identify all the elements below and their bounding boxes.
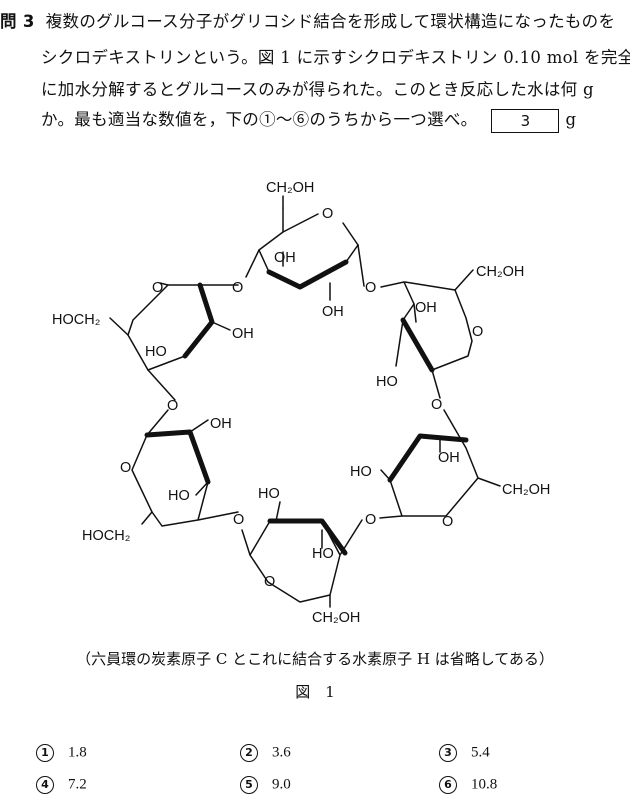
- ring-oxygen-top: O: [322, 206, 333, 222]
- ring-oxygen-right-upper: O: [472, 324, 483, 340]
- figure-caption: 図 1: [295, 683, 335, 701]
- answer-unit: g: [565, 110, 577, 129]
- ho-left-upper-ring: HO: [145, 344, 167, 360]
- ring-bonds: [109, 195, 501, 608]
- ho-bottom-ring-1: HO: [258, 486, 280, 502]
- question-text-1: 複数のグルコース分子がグリコシド結合を形成して環状構造になったものを: [45, 12, 616, 31]
- choice-number-6: 6: [439, 776, 457, 794]
- ring-oxygen-right-lower: O: [442, 514, 453, 530]
- oh-right-lower-ring: OH: [438, 450, 460, 466]
- choice-number-1: 1: [36, 744, 54, 762]
- answer-box[interactable]: 3: [491, 108, 560, 133]
- choice-value-3: 5.4: [471, 744, 490, 761]
- ho-right-lower-ring: HO: [350, 464, 372, 480]
- choice-number-3: 3: [439, 744, 457, 762]
- glycosidic-oxygen-5: O: [233, 512, 244, 528]
- ring-oxygen-left-upper: O: [152, 280, 163, 296]
- ring-oxygen-left-lower: O: [120, 460, 131, 476]
- ho-right-upper-ring: HO: [376, 374, 398, 390]
- choice-value-1: 1.8: [68, 744, 87, 761]
- question-text-2: シクロデキストリンという。図 1 に示すシクロデキストリン 0.10 mol を…: [41, 48, 630, 67]
- oh-top-ring-1: OH: [274, 250, 296, 266]
- hoch2-left-upper-label: HOCH₂: [52, 312, 100, 328]
- choice-value-5: 9.0: [272, 776, 291, 793]
- glycosidic-oxygen-6: O: [167, 398, 178, 414]
- question-text-3: に加水分解するとグルコースのみが得られた。このとき反応した水は何 g: [41, 80, 594, 99]
- ho-left-lower-ring: HO: [168, 488, 190, 504]
- oh-right-upper-ring: OH: [415, 300, 437, 316]
- glycosidic-oxygen-4: O: [365, 512, 376, 528]
- choice-number-5: 5: [240, 776, 258, 794]
- choice-value-6: 10.8: [471, 776, 498, 793]
- question-text-4: か。最も適当な数値を，下の①～⑥のうちから一つ選べ。: [41, 110, 478, 129]
- figure-note: （六員環の炭素原子 C とこれに結合する水素原子 H は省略してある）: [76, 650, 554, 668]
- choice-value-4: 7.2: [68, 776, 87, 793]
- choice-value-2: 3.6: [272, 744, 291, 761]
- cyclodextrin-structure: CH₂OH O OH OH O O CH₂OH OH O HO O OH HO …: [52, 180, 550, 626]
- ch2oh-top-label: CH₂OH: [266, 180, 314, 196]
- oh-left-upper-ring: OH: [232, 326, 254, 342]
- ch2oh-bottom-label: CH₂OH: [312, 610, 360, 626]
- question-number: 問 3: [0, 12, 35, 31]
- oh-left-lower-ring: OH: [210, 416, 232, 432]
- hoch2-left-lower-label: HOCH₂: [82, 528, 130, 544]
- ring-oxygen-bottom: O: [264, 574, 275, 590]
- glycosidic-oxygen-1: O: [232, 280, 243, 296]
- choice-number-4: 4: [36, 776, 54, 794]
- glycosidic-oxygen-3: O: [431, 397, 442, 413]
- question-line-1: 問 3 複数のグルコース分子がグリコシド結合を形成して環状構造になったものを: [0, 8, 615, 32]
- glycosidic-oxygen-2: O: [365, 280, 376, 296]
- ch2oh-right-upper-label: CH₂OH: [476, 264, 524, 280]
- ch2oh-right-lower-label: CH₂OH: [502, 482, 550, 498]
- oh-top-ring-2: OH: [322, 304, 344, 320]
- choice-number-2: 2: [240, 744, 258, 762]
- ho-bottom-ring-2: HO: [312, 546, 334, 562]
